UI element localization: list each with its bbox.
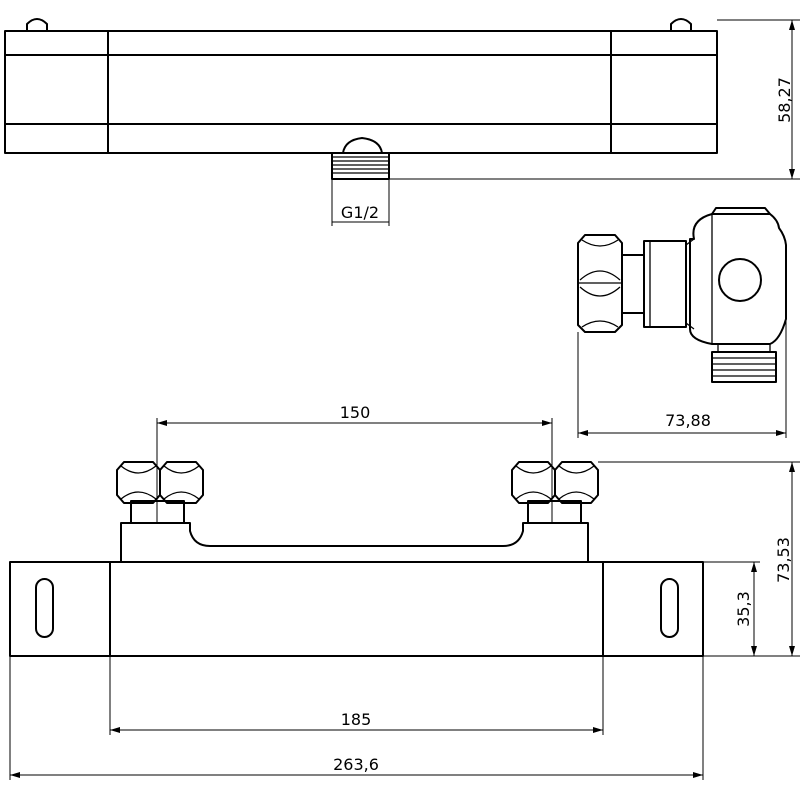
outlet-thread [331,137,390,226]
inlet-spacing-label: 150 [340,403,371,422]
top-view [4,18,800,226]
inlet-nut-right [511,461,599,504]
dimension-inlet-spacing [156,418,553,523]
top-height-label: 58,27 [775,77,794,123]
thread-label: G1/2 [341,203,379,222]
inlet-nut-left [116,461,204,504]
dimension-body-height [703,561,760,656]
mounting-slot-right [660,578,679,638]
dimension-side-depth [577,319,787,438]
top-knob-left [26,18,48,32]
hex-nut [577,234,623,333]
dimension-top-height [389,19,800,180]
knob-center [718,258,762,302]
dimension-body-width [109,656,604,735]
top-knob-right [670,18,692,32]
side-view [577,207,787,438]
front-height-label: 73,53 [774,537,793,583]
side-outlet-thread [711,344,777,383]
dimension-front-height [598,461,800,657]
body-height-label: 35,3 [734,591,753,627]
side-depth-label: 73,88 [665,411,711,430]
dimension-overall-width [9,656,704,780]
mounting-slot-left [35,578,54,638]
body-width-label: 185 [341,710,372,729]
overall-width-label: 263,6 [333,755,379,774]
front-view [9,418,800,780]
